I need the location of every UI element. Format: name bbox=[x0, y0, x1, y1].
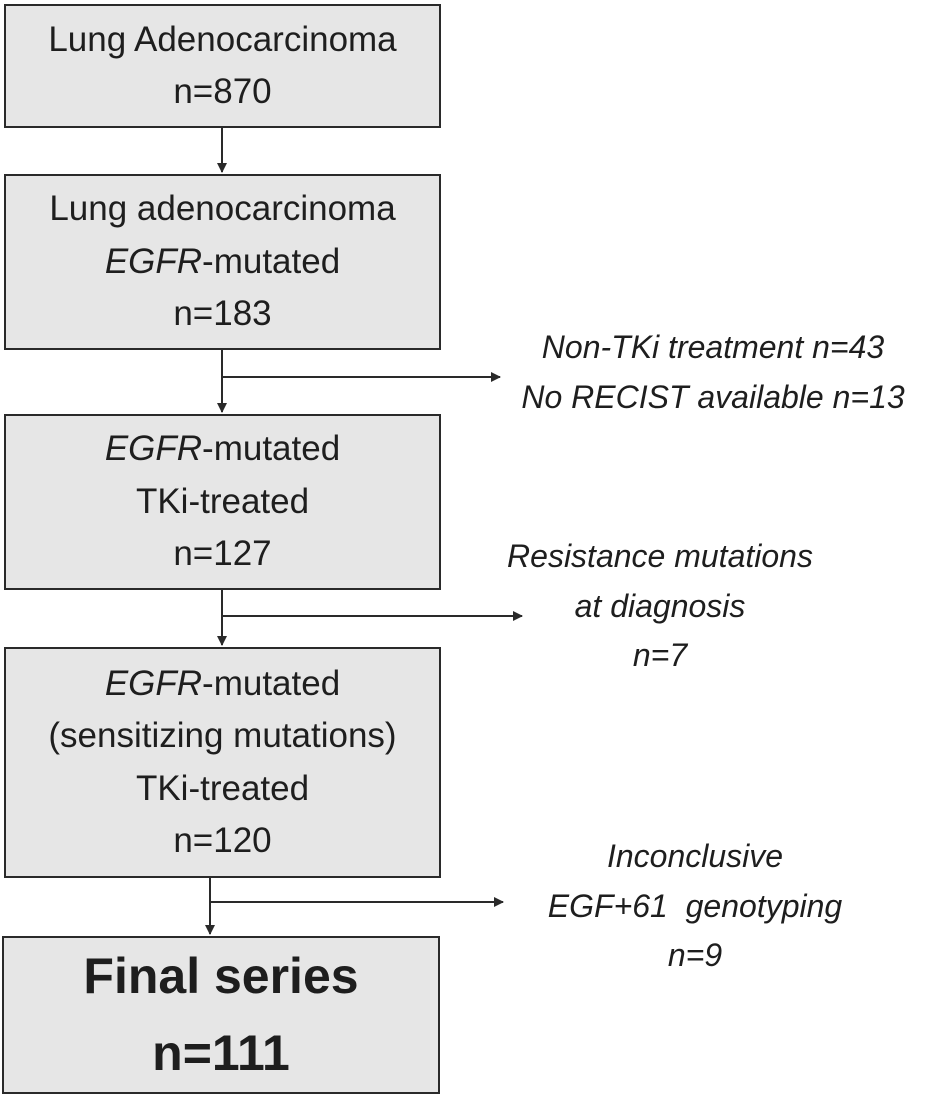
box2-count: n=183 bbox=[173, 294, 272, 334]
box5-count: n=111 bbox=[152, 1025, 290, 1081]
box4-line1-suffix: -mutated bbox=[202, 663, 341, 703]
box3-count: n=127 bbox=[173, 534, 272, 574]
box4-gene-name: EGFR bbox=[104, 663, 203, 703]
box4-line2: (sensitizing mutations) bbox=[48, 716, 397, 755]
exclusion-note-1: Non-TKi treatment n=43 No RECIST availab… bbox=[480, 323, 946, 422]
box3-line1: EGFR-mutated bbox=[105, 423, 340, 476]
box2-line2-suffix: -mutated bbox=[202, 241, 341, 281]
flow-box-egfr-mutated: Lung adenocarcinoma EGFR-mutated n=183 bbox=[4, 174, 441, 350]
box1-line1: Lung Adenocarcinoma bbox=[48, 19, 397, 59]
exclusion-note-3: Inconclusive EGF+61 genotyping n=9 bbox=[500, 832, 890, 981]
exclusion-1-line2: No RECIST available n=13 bbox=[521, 378, 905, 415]
box2-gene-name: EGFR bbox=[104, 241, 203, 281]
exclusion-note-2: Resistance mutations at diagnosis n=7 bbox=[470, 532, 850, 681]
exclusion-3-line1: Inconclusive bbox=[606, 838, 784, 874]
box4-line3: TKi-treated bbox=[135, 768, 310, 808]
box2-line2: EGFR-mutated bbox=[105, 236, 340, 289]
flow-box-sensitizing: EGFR-mutated (sensitizing mutations) TKi… bbox=[4, 647, 441, 878]
box3-gene-name: EGFR bbox=[104, 429, 203, 469]
box2-line1: Lung adenocarcinoma bbox=[49, 189, 396, 229]
box4-line1: EGFR-mutated bbox=[105, 658, 340, 711]
flow-box-lung-adenocarcinoma: Lung Adenocarcinoma n=870 bbox=[4, 4, 441, 128]
exclusion-2-line2: at diagnosis bbox=[574, 587, 746, 624]
exclusion-2-line1: Resistance mutations bbox=[507, 538, 813, 574]
exclusion-2-line3: n=7 bbox=[632, 637, 688, 674]
flow-box-final-series: Final series n=111 bbox=[2, 936, 440, 1094]
exclusion-3-line3: n=9 bbox=[667, 937, 723, 974]
flow-box-tki-treated: EGFR-mutated TKi-treated n=127 bbox=[4, 414, 441, 590]
box5-line1: Final series bbox=[83, 947, 359, 1004]
box3-line2: TKi-treated bbox=[135, 481, 310, 521]
box1-count: n=870 bbox=[173, 72, 272, 111]
exclusion-1-line1: Non-TKi treatment n=43 bbox=[541, 329, 885, 365]
exclusion-3-line2: EGF+61 genotyping bbox=[547, 887, 843, 924]
box3-line1-suffix: -mutated bbox=[202, 429, 341, 469]
box4-count: n=120 bbox=[173, 821, 272, 860]
